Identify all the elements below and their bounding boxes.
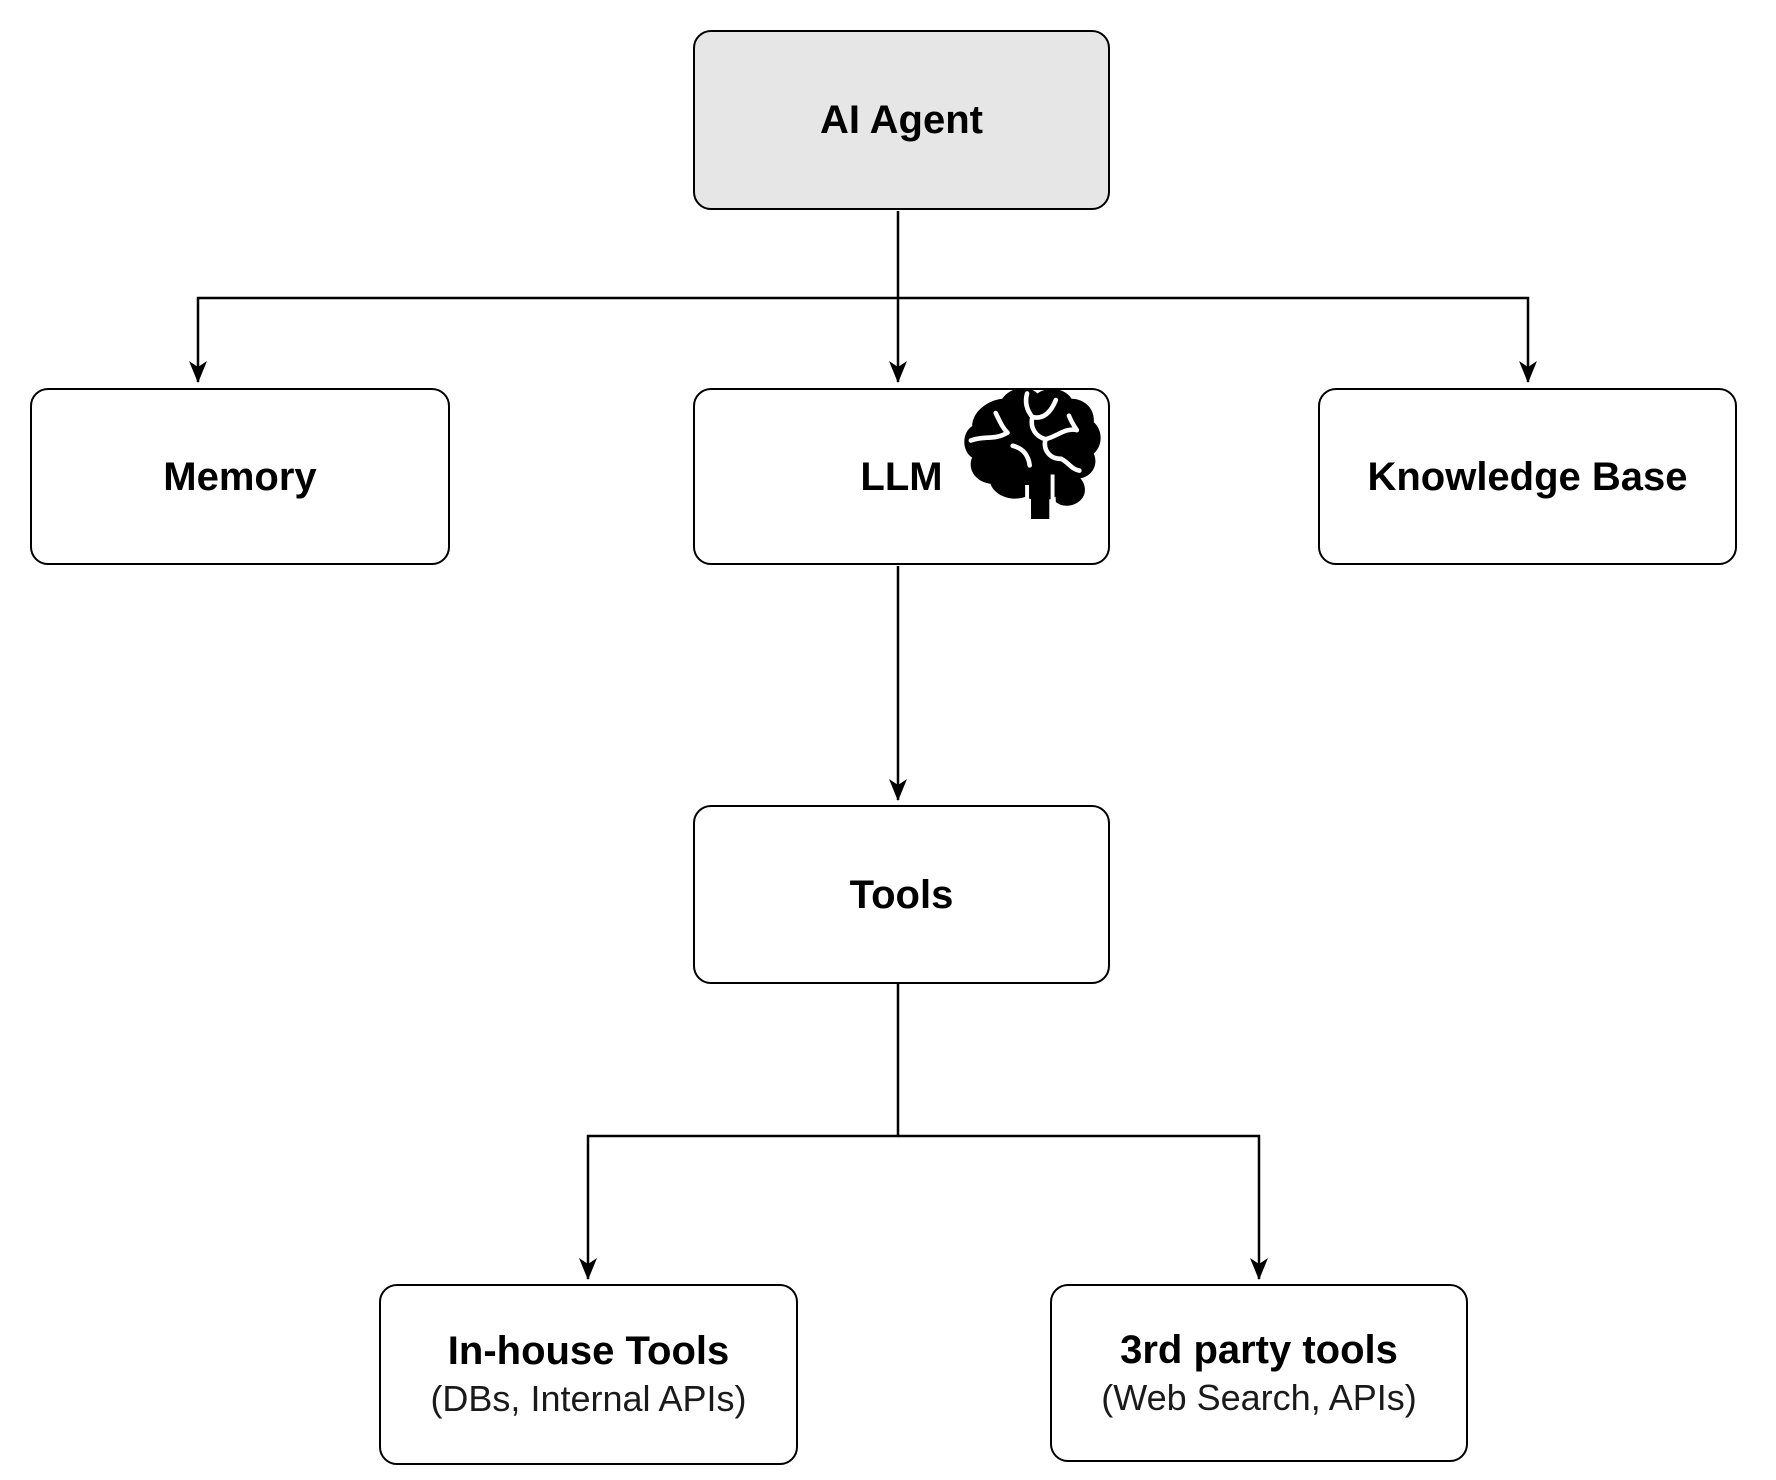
node-inhouse-tools-label: In-house Tools bbox=[447, 1329, 730, 1374]
brain-icon bbox=[964, 387, 1101, 519]
node-tools: Tools bbox=[693, 805, 1110, 984]
node-knowledge-base-label: Knowledge Base bbox=[1367, 454, 1688, 499]
node-third-party-tools: 3rd party tools (Web Search, APIs) bbox=[1050, 1284, 1468, 1462]
node-llm-label: LLM bbox=[860, 454, 943, 499]
edge-tools-to-third-party-tools bbox=[898, 1134, 1268, 1280]
node-memory: Memory bbox=[30, 388, 450, 565]
edge-ai-agent-to-knowledge-base bbox=[898, 296, 1537, 383]
edge-tools-to-inhouse-tools bbox=[579, 984, 900, 1280]
node-knowledge-base: Knowledge Base bbox=[1318, 388, 1737, 565]
node-memory-label: Memory bbox=[163, 454, 317, 499]
node-third-party-tools-label: 3rd party tools bbox=[1120, 1327, 1398, 1372]
node-third-party-tools-sublabel: (Web Search, APIs) bbox=[1101, 1376, 1417, 1418]
node-ai-agent-label: AI Agent bbox=[820, 98, 983, 142]
node-inhouse-tools-sublabel: (DBs, Internal APIs) bbox=[430, 1378, 747, 1420]
node-ai-agent: AI Agent bbox=[693, 30, 1110, 210]
node-tools-label: Tools bbox=[849, 872, 954, 917]
edge-ai-agent-to-memory bbox=[189, 296, 898, 383]
node-inhouse-tools: In-house Tools (DBs, Internal APIs) bbox=[379, 1284, 798, 1465]
